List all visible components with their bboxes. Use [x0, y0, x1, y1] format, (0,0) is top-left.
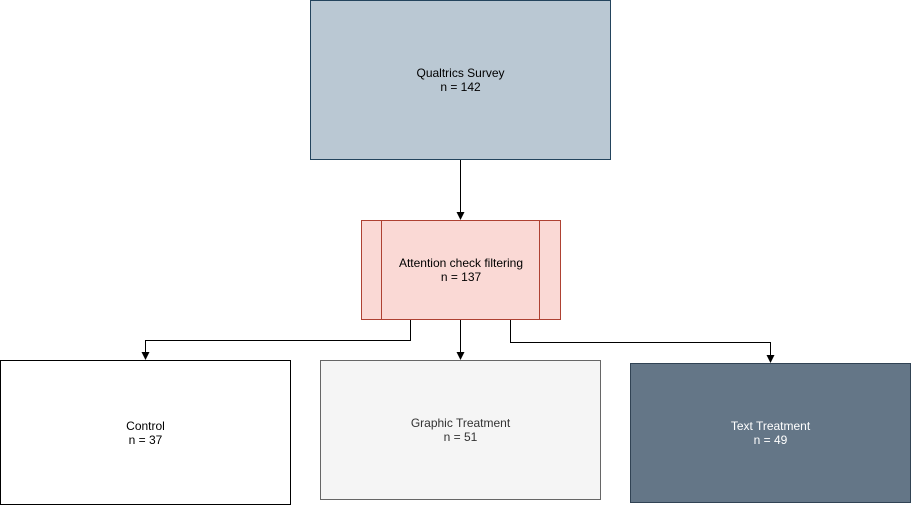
graphic-treatment-node[interactable]: Graphic Treatment n = 51 — [320, 360, 601, 500]
survey-node[interactable]: Qualtrics Survey n = 142 — [310, 0, 611, 160]
edge-attention-to-text — [510, 320, 775, 363]
edge-attention-to-control — [141, 320, 411, 360]
text-count: n = 49 — [753, 433, 788, 447]
control-title: Control — [126, 418, 165, 433]
control-count: n = 37 — [128, 432, 163, 447]
survey-title: Qualtrics Survey — [416, 66, 505, 80]
attention-count: n = 137 — [440, 270, 482, 284]
control-node[interactable]: Control n = 37 — [0, 360, 291, 505]
graphic-count: n = 51 — [443, 430, 478, 444]
graphic-title: Graphic Treatment — [410, 416, 511, 430]
attention-check-node[interactable]: Attention check filtering n = 137 — [361, 220, 561, 320]
text-treatment-node[interactable]: Text Treatment n = 49 — [630, 363, 911, 503]
process-bar-left — [381, 221, 382, 319]
survey-count: n = 142 — [440, 80, 481, 94]
attention-title: Attention check filtering — [398, 256, 524, 270]
text-title: Text Treatment — [730, 419, 811, 433]
process-bar-right — [539, 221, 540, 319]
